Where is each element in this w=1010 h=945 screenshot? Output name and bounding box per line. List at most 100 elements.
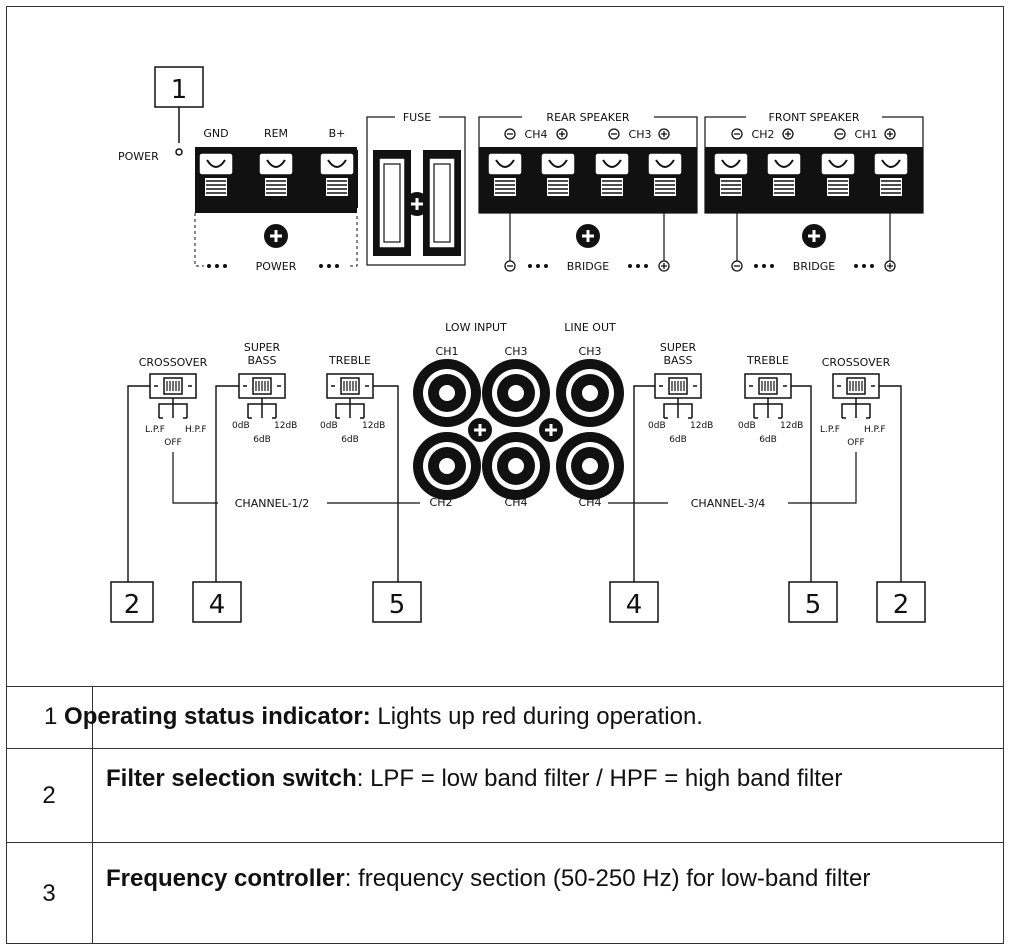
front-ch1-label: CH1 bbox=[855, 128, 878, 141]
channel-3-4-label: CHANNEL-3/4 bbox=[691, 497, 766, 510]
rca-inputs: LOW INPUT LINE OUT CH1 CH3 CH3 CH2 CH4 C… bbox=[413, 321, 624, 509]
diagram-frame bbox=[6, 6, 1004, 944]
right-sb-0db: 0dB bbox=[648, 421, 666, 431]
rca-jack-ch1[interactable] bbox=[413, 359, 481, 427]
right-sb-12db: 12dB bbox=[690, 421, 713, 431]
legend-3-desc: : frequency section (50-250 Hz) for low-… bbox=[344, 865, 871, 892]
low-input-label: LOW INPUT bbox=[445, 321, 507, 334]
legend-row-3-text: Frequency controller: frequency section … bbox=[106, 863, 990, 895]
power-plus-icon bbox=[262, 222, 290, 250]
left-off-label: OFF bbox=[164, 438, 181, 448]
power-indicator-label: POWER bbox=[118, 150, 159, 163]
right-tr-0db: 0dB bbox=[738, 421, 756, 431]
rca-bottom-label-3: CH4 bbox=[579, 496, 602, 509]
front-speaker-title: FRONT SPEAKER bbox=[769, 111, 860, 124]
legend-1-desc: Lights up red during operation. bbox=[370, 703, 703, 730]
rca-top-label-3: CH3 bbox=[579, 345, 602, 358]
left-sb-6db: 6dB bbox=[253, 435, 271, 445]
callout-5-right: 5 bbox=[788, 581, 838, 623]
legend-2-title: Filter selection switch bbox=[106, 765, 357, 792]
right-off-label: OFF bbox=[847, 438, 864, 448]
front-ch2-label: CH2 bbox=[752, 128, 775, 141]
amplifier-panel-diagram: 1 POWER GND REM B+ POWER FUSE REAR SPEAK… bbox=[110, 66, 926, 623]
left-superbass-switch[interactable] bbox=[238, 373, 286, 399]
rear-speaker-block: REAR SPEAKER CH4 CH3 BRIDGE bbox=[478, 111, 698, 273]
left-sb-0db: 0dB bbox=[232, 421, 250, 431]
right-superbass-label-2: BASS bbox=[663, 354, 692, 367]
rca-jack-ch4[interactable] bbox=[482, 432, 550, 500]
rca-top-label-1: CH1 bbox=[436, 345, 459, 358]
callout-2-right: 2 bbox=[876, 581, 926, 623]
left-controls: CROSSOVER L.P.F H.P.F OFF SUPER BASS 0dB… bbox=[139, 341, 386, 448]
callout-2-left-label: 2 bbox=[124, 590, 141, 620]
right-superbass-switch[interactable] bbox=[654, 373, 702, 399]
rca-jack-line-out-ch4[interactable] bbox=[556, 432, 624, 500]
callout-2-right-label: 2 bbox=[893, 590, 910, 620]
right-hpf-label: H.P.F bbox=[864, 425, 886, 435]
fuse-label: FUSE bbox=[403, 111, 431, 124]
legend-row-2-text: Filter selection switch: LPF = low band … bbox=[106, 763, 990, 795]
legend-2-desc: : LPF = low band filter / HPF = high ban… bbox=[356, 765, 843, 792]
right-treble-label: TREBLE bbox=[746, 354, 789, 367]
rca-jack-line-out-ch3[interactable] bbox=[556, 359, 624, 427]
channel-brackets: CHANNEL-1/2 CHANNEL-3/4 bbox=[172, 452, 857, 510]
left-tr-6db: 6dB bbox=[341, 435, 359, 445]
legend-row-1-text: 1 Operating status indicator: Lights up … bbox=[44, 701, 990, 733]
left-tr-12db: 12dB bbox=[362, 421, 385, 431]
rear-speaker-title: REAR SPEAKER bbox=[546, 111, 630, 124]
channel-1-2-label: CHANNEL-1/2 bbox=[235, 497, 310, 510]
left-crossover-switch[interactable] bbox=[149, 373, 197, 399]
left-treble-label: TREBLE bbox=[328, 354, 371, 367]
right-controls: SUPER BASS 0dB 12dB 6dB TREBLE 0dB 12dB … bbox=[648, 341, 891, 448]
right-tr-12db: 12dB bbox=[780, 421, 803, 431]
legend-row-2: 2 Filter selection switch: LPF = low ban… bbox=[6, 748, 1004, 842]
rear-ch4-label: CH4 bbox=[525, 128, 548, 141]
legend-1-title: Operating status indicator: bbox=[64, 703, 371, 730]
legend-2-num: 2 bbox=[42, 781, 56, 809]
front-bridge-label: BRIDGE bbox=[793, 260, 835, 273]
rca-bottom-label-1: CH2 bbox=[430, 496, 453, 509]
rca-bottom-label-2: CH4 bbox=[505, 496, 528, 509]
rca-jack-ch3[interactable] bbox=[482, 359, 550, 427]
left-tr-0db: 0dB bbox=[320, 421, 338, 431]
callout-4-left-label: 4 bbox=[209, 590, 226, 620]
left-hpf-label: H.P.F bbox=[185, 425, 207, 435]
left-sb-12db: 12dB bbox=[274, 421, 297, 431]
callout-1: 1 bbox=[154, 66, 204, 143]
legend-1-num: 1 bbox=[44, 703, 58, 730]
callout-5-right-label: 5 bbox=[805, 590, 822, 620]
callout-4-right-label: 4 bbox=[626, 590, 643, 620]
legend-3-num: 3 bbox=[42, 879, 56, 907]
left-superbass-label-2: BASS bbox=[247, 354, 276, 367]
callout-2-left: 2 bbox=[110, 581, 154, 623]
power-group-label: POWER bbox=[256, 260, 297, 273]
power-led-icon bbox=[175, 148, 183, 156]
terminal-label-rem: REM bbox=[264, 127, 288, 140]
left-treble-switch[interactable] bbox=[326, 373, 374, 399]
right-sb-6db: 6dB bbox=[669, 435, 687, 445]
legend-row-1: 1 Operating status indicator: Lights up … bbox=[6, 686, 1004, 748]
right-lpf-label: L.P.F bbox=[820, 425, 840, 435]
legend-3-title: Frequency controller bbox=[106, 865, 345, 892]
legend-row-3: 3 Frequency controller: frequency sectio… bbox=[6, 842, 1004, 944]
callout-5-left: 5 bbox=[372, 581, 422, 623]
left-lpf-label: L.P.F bbox=[145, 425, 165, 435]
left-superbass-label-1: SUPER bbox=[244, 341, 281, 354]
left-crossover-label: CROSSOVER bbox=[139, 356, 208, 369]
rear-bridge-label: BRIDGE bbox=[567, 260, 609, 273]
callout-5-left-label: 5 bbox=[389, 590, 406, 620]
right-tr-6db: 6dB bbox=[759, 435, 777, 445]
callout-leaders bbox=[127, 385, 902, 582]
rca-top-label-2: CH3 bbox=[505, 345, 528, 358]
right-superbass-label-1: SUPER bbox=[660, 341, 697, 354]
callout-1-label: 1 bbox=[171, 75, 188, 105]
callout-4-left: 4 bbox=[192, 581, 242, 623]
right-treble-switch[interactable] bbox=[744, 373, 792, 399]
fuse-block: FUSE bbox=[366, 111, 466, 266]
front-speaker-block: FRONT SPEAKER CH2 CH1 BRIDGE bbox=[704, 111, 924, 273]
right-crossover-switch[interactable] bbox=[832, 373, 880, 399]
right-crossover-label: CROSSOVER bbox=[822, 356, 891, 369]
rear-ch3-label: CH3 bbox=[629, 128, 652, 141]
rca-jack-ch2[interactable] bbox=[413, 432, 481, 500]
terminal-label-b-plus: B+ bbox=[329, 127, 346, 140]
